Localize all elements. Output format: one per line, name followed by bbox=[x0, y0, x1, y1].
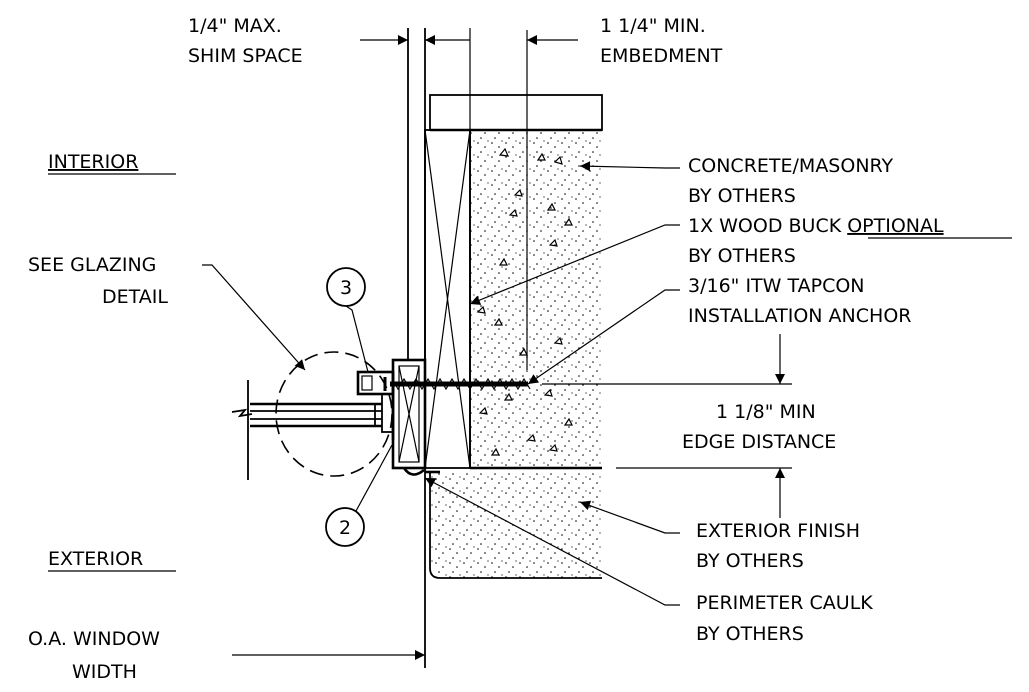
callout-2: 2 bbox=[325, 444, 393, 547]
edge-label-line2: EDGE DISTANCE bbox=[682, 431, 836, 453]
callout-3-number: 3 bbox=[340, 277, 352, 299]
anchor-label-line1: 3/16" ITW TAPCON bbox=[688, 275, 865, 297]
finish-label-line1: EXTERIOR FINISH bbox=[696, 520, 860, 542]
concrete-masonry bbox=[429, 30, 603, 470]
concrete-callout: CONCRETE/MASONRY BY OTHERS bbox=[579, 155, 894, 207]
callout-2-number: 2 bbox=[339, 517, 351, 539]
interior-label: INTERIOR bbox=[48, 151, 138, 173]
callout-3: 3 bbox=[326, 267, 369, 373]
window-frame bbox=[231, 351, 427, 480]
perimeter-caulk-callout: PERIMETER CAULK BY OTHERS bbox=[424, 477, 873, 645]
edge-label-line1: 1 1/8" MIN bbox=[716, 401, 816, 423]
embedment-label-line1: 1 1/4" MIN. bbox=[600, 15, 706, 37]
exterior-finish bbox=[429, 472, 602, 579]
shim-label-line1: 1/4" MAX. bbox=[188, 15, 282, 37]
edge-distance-dimension: 1 1/8" MIN EDGE DISTANCE bbox=[542, 334, 836, 518]
caulk-label-line1: PERIMETER CAULK bbox=[696, 592, 873, 614]
exterior-finish-callout: EXTERIOR FINISH BY OTHERS bbox=[579, 500, 860, 572]
buck-label-line1: 1X WOOD BUCK OPTIONAL bbox=[688, 215, 944, 237]
wood-buck bbox=[424, 129, 471, 469]
width-label-line2: WIDTH bbox=[72, 661, 137, 683]
window-width-dimension: O.A. WINDOW WIDTH bbox=[28, 628, 425, 683]
glazing-label-line2: DETAIL bbox=[102, 286, 168, 308]
concrete-label-line1: CONCRETE/MASONRY bbox=[688, 155, 894, 177]
tapcon-anchor bbox=[383, 377, 531, 391]
concrete-label-line2: BY OTHERS bbox=[688, 185, 796, 207]
finish-label-line2: BY OTHERS bbox=[696, 550, 804, 572]
glazing-label-line1: SEE GLAZING bbox=[28, 254, 156, 276]
embedment-dimension: 1 1/4" MIN. EMBEDMENT bbox=[527, 15, 723, 67]
embedment-label-line2: EMBEDMENT bbox=[600, 45, 723, 67]
wood-buck-callout: 1X WOOD BUCK OPTIONAL BY OTHERS bbox=[469, 215, 1012, 305]
exterior-label: EXTERIOR bbox=[48, 548, 143, 570]
shim-space-dimension: 1/4" MAX. SHIM SPACE bbox=[188, 15, 470, 67]
shim-label-line2: SHIM SPACE bbox=[188, 45, 303, 67]
buck-label-line2: BY OTHERS bbox=[688, 245, 796, 267]
caulk-label-line2: BY OTHERS bbox=[696, 623, 804, 645]
glazing-detail-callout: SEE GLAZING DETAIL bbox=[28, 254, 306, 371]
anchor-label-line2: INSTALLATION ANCHOR bbox=[688, 305, 911, 327]
width-label-line1: O.A. WINDOW bbox=[28, 628, 160, 650]
anchor-callout: 3/16" ITW TAPCON INSTALLATION ANCHOR bbox=[527, 275, 911, 385]
